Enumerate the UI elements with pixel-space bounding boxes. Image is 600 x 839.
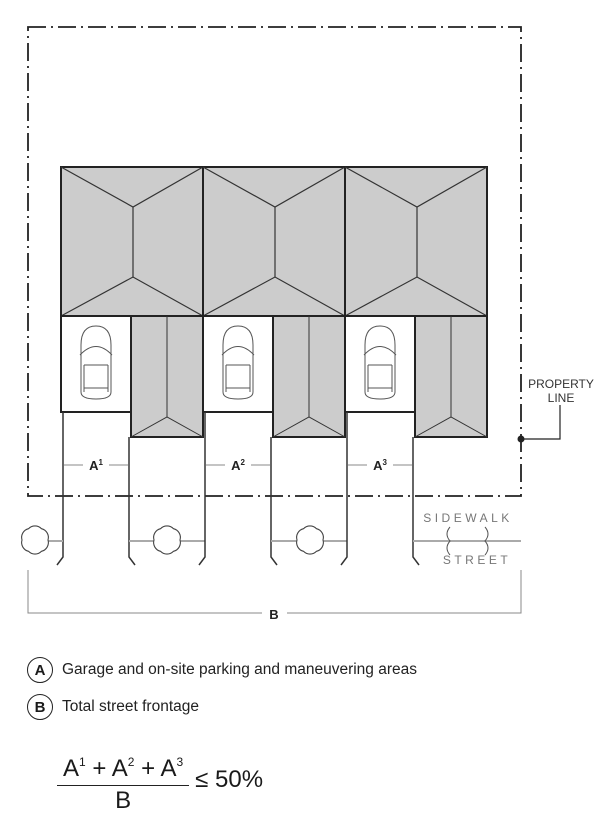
garage	[344, 315, 416, 413]
tree-icon	[296, 525, 324, 555]
tree-icon	[21, 525, 49, 555]
legend-item-a: A Garage and on-site parking and maneuve…	[27, 657, 417, 683]
car-body	[222, 325, 254, 400]
sidewalk-label: SIDEWALK	[423, 511, 513, 525]
house-unit: A3	[340, 166, 489, 566]
driveway-dimension-letter: A	[89, 458, 99, 473]
formula-term-3: A3	[160, 755, 184, 782]
garage	[202, 315, 274, 413]
driveway-dimension-label: A2	[231, 458, 245, 473]
property-line	[27, 26, 522, 497]
driveway-edge-left	[56, 412, 64, 566]
property-line-callout: PROPERTY LINE	[517, 377, 594, 443]
car-windshield	[79, 346, 113, 356]
driveway-edge-right	[270, 437, 278, 566]
car-windshield	[363, 346, 397, 356]
tree-icon	[153, 525, 181, 555]
car-body	[80, 325, 112, 400]
wing-hip	[414, 416, 488, 438]
frontage-dimension-line-left	[27, 570, 262, 614]
break-symbol-left	[446, 526, 451, 556]
formula-term-2: A2	[111, 755, 135, 782]
main-roof	[344, 166, 488, 317]
driveway-edge-right	[128, 437, 136, 566]
street-label: STREET	[443, 553, 511, 567]
wing-hip	[130, 416, 204, 438]
legend-item-b: B Total street frontage	[27, 694, 199, 720]
car-icon	[221, 325, 255, 400]
wing-hip	[272, 416, 346, 438]
legend-text-b: Total street frontage	[62, 698, 199, 715]
car-windshield	[221, 346, 255, 356]
legend-text-a: Garage and on-site parking and maneuveri…	[62, 661, 418, 678]
main-roof	[60, 166, 204, 317]
driveway-dimension-label: A3	[373, 458, 387, 473]
driveway-dimension-index: 1	[98, 458, 103, 467]
frontage-dimension-line-right	[287, 570, 522, 614]
property-line-leader	[521, 405, 561, 440]
legend-badge-a: A	[27, 657, 53, 683]
frontage-dimension-label: B	[269, 607, 278, 622]
sidewalk-street-label: SIDEWALK STREET	[415, 511, 521, 567]
driveway-edge-left	[198, 412, 206, 566]
break-symbol-right	[484, 526, 489, 556]
driveway-dimension-index: 2	[240, 458, 245, 467]
formula-plus-1: +	[92, 755, 107, 782]
formula-fraction: A1 + A2 + A3 B	[57, 748, 190, 816]
car-cabin	[83, 364, 109, 392]
legend-badge-b: B	[27, 694, 53, 720]
car-body	[364, 325, 396, 400]
car-icon	[79, 325, 113, 400]
frontage-dimension: B	[27, 570, 522, 622]
car-icon	[363, 325, 397, 400]
property-line-label-1: PROPERTY	[528, 377, 594, 391]
property-line-label-2: LINE	[548, 391, 575, 405]
house-unit: A2	[198, 166, 347, 566]
driveway-dimension-letter: A	[373, 458, 383, 473]
car-cabin	[225, 364, 251, 392]
formula-plus-2: +	[141, 755, 156, 782]
formula-term-1: A1	[63, 755, 86, 782]
driveway-dimension-label: A1	[89, 458, 103, 473]
formula-denominator: B	[115, 787, 132, 814]
house-unit: A1	[56, 166, 205, 566]
driveway-dimension-letter: A	[231, 458, 241, 473]
formula-numerator: A1 + A2 + A3	[57, 748, 190, 786]
formula-relation: ≤ 50%	[195, 766, 264, 793]
frontage-formula: A1 + A2 + A3 B ≤ 50%	[57, 748, 263, 816]
driveway-edge-left	[340, 412, 348, 566]
main-roof	[202, 166, 346, 317]
driveway-edge-right	[412, 437, 420, 566]
car-cabin	[367, 364, 393, 392]
driveway-dimension-index: 3	[382, 458, 387, 467]
garage	[60, 315, 132, 413]
